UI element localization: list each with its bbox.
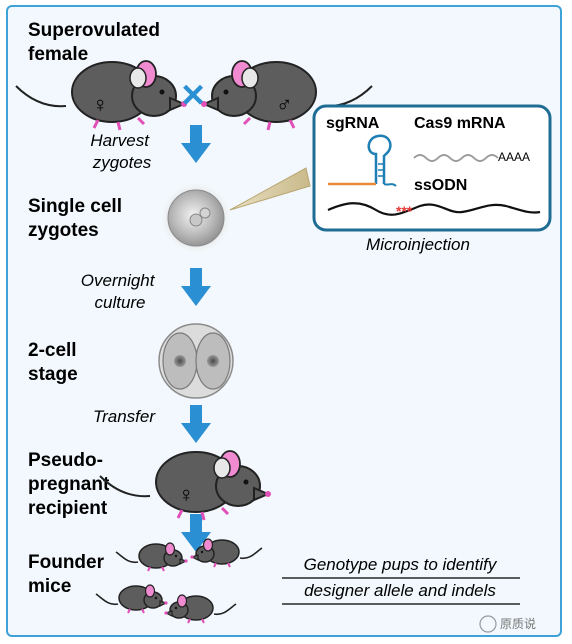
step-recipient-label: Pseudo- pregnant recipient [28, 450, 115, 519]
ssodn-label: ssODN [414, 177, 467, 194]
genotype-line-1: Genotype pups to identify [304, 555, 498, 574]
step-superovulated-label: Superovulated female [28, 20, 165, 65]
transfer-caption: Transfer [93, 407, 156, 426]
overnight-caption: Overnight culture [81, 271, 159, 312]
polya-tail-label: AAAA [498, 150, 530, 164]
ssodn-strand-icon [327, 202, 541, 216]
female-symbol: ♀ [92, 92, 109, 117]
recipient-female-symbol: ♀ [178, 482, 195, 507]
microinjection-caption: Microinjection [366, 235, 470, 254]
sgrna-icon [328, 134, 397, 187]
pronucleus-left [189, 213, 203, 227]
harvest-caption: Harvest zygotes [90, 131, 153, 172]
mutation-marks: *** [396, 203, 413, 219]
male-symbol: ♂ [276, 92, 293, 117]
cas9-label: Cas9 mRNA [414, 115, 506, 132]
step-two-cell-label: 2-cell stage [28, 340, 82, 385]
cross-icon: × [181, 73, 204, 117]
sgrna-label: sgRNA [326, 115, 380, 132]
watermark-logo-icon [479, 615, 497, 633]
genotype-line-2: designer allele and indels [304, 581, 496, 600]
injection-needle [229, 167, 311, 211]
pronucleus-right [199, 207, 211, 219]
watermark-text: 原质说 [500, 616, 536, 631]
cas9-mrna-icon [413, 154, 499, 162]
step-single-cell-label: Single cell zygotes [28, 196, 127, 241]
step-founder-label: Founder mice [28, 552, 109, 597]
two-cell-embryo-icon [158, 323, 234, 399]
